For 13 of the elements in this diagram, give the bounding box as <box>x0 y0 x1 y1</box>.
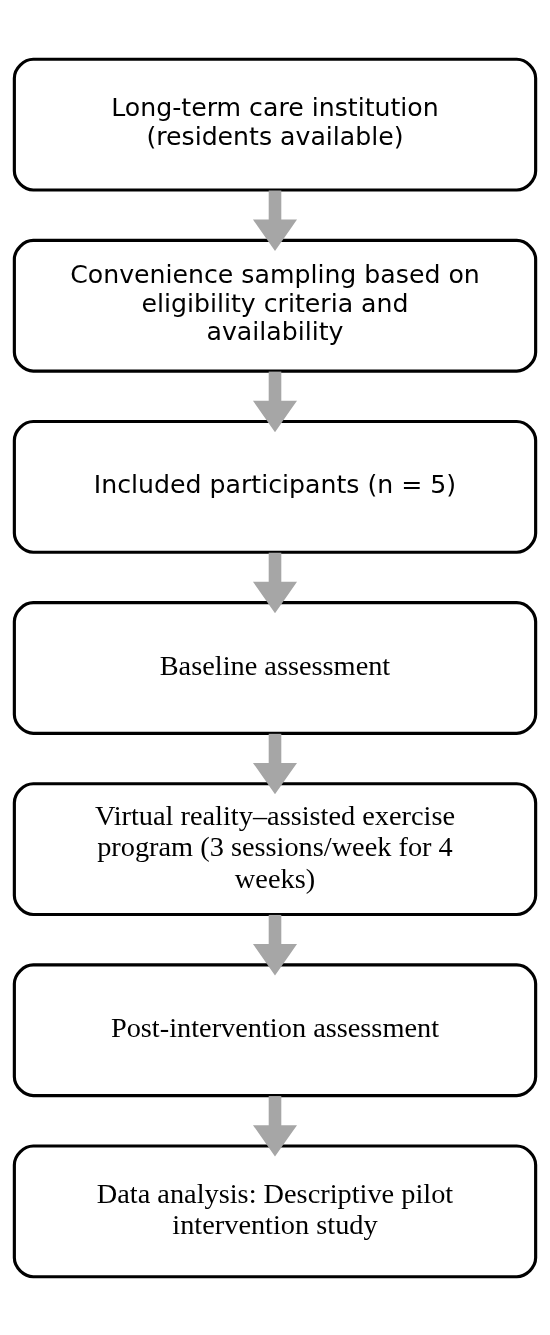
node-box: Post-intervention assessment <box>12 962 538 1097</box>
node-box: Data analysis: Descriptive pilot intervention study <box>12 1143 538 1278</box>
arrow <box>252 552 298 613</box>
arrow <box>252 371 298 432</box>
node-box: Virtual reality–assisted exercise program (3 sessions/week for 4 weeks) <box>12 781 538 916</box>
node-box: Baseline assessment <box>12 600 538 735</box>
node-box: Convenience sampling based on eligibility criteria and availability <box>12 238 538 373</box>
arrow <box>253 190 297 251</box>
node-box: Long-term care institution (residents available) <box>12 57 538 192</box>
node-box: Included participants (n = 5) <box>12 419 538 554</box>
arrow <box>253 1095 297 1157</box>
arrow <box>253 733 297 794</box>
arrow <box>252 914 298 975</box>
